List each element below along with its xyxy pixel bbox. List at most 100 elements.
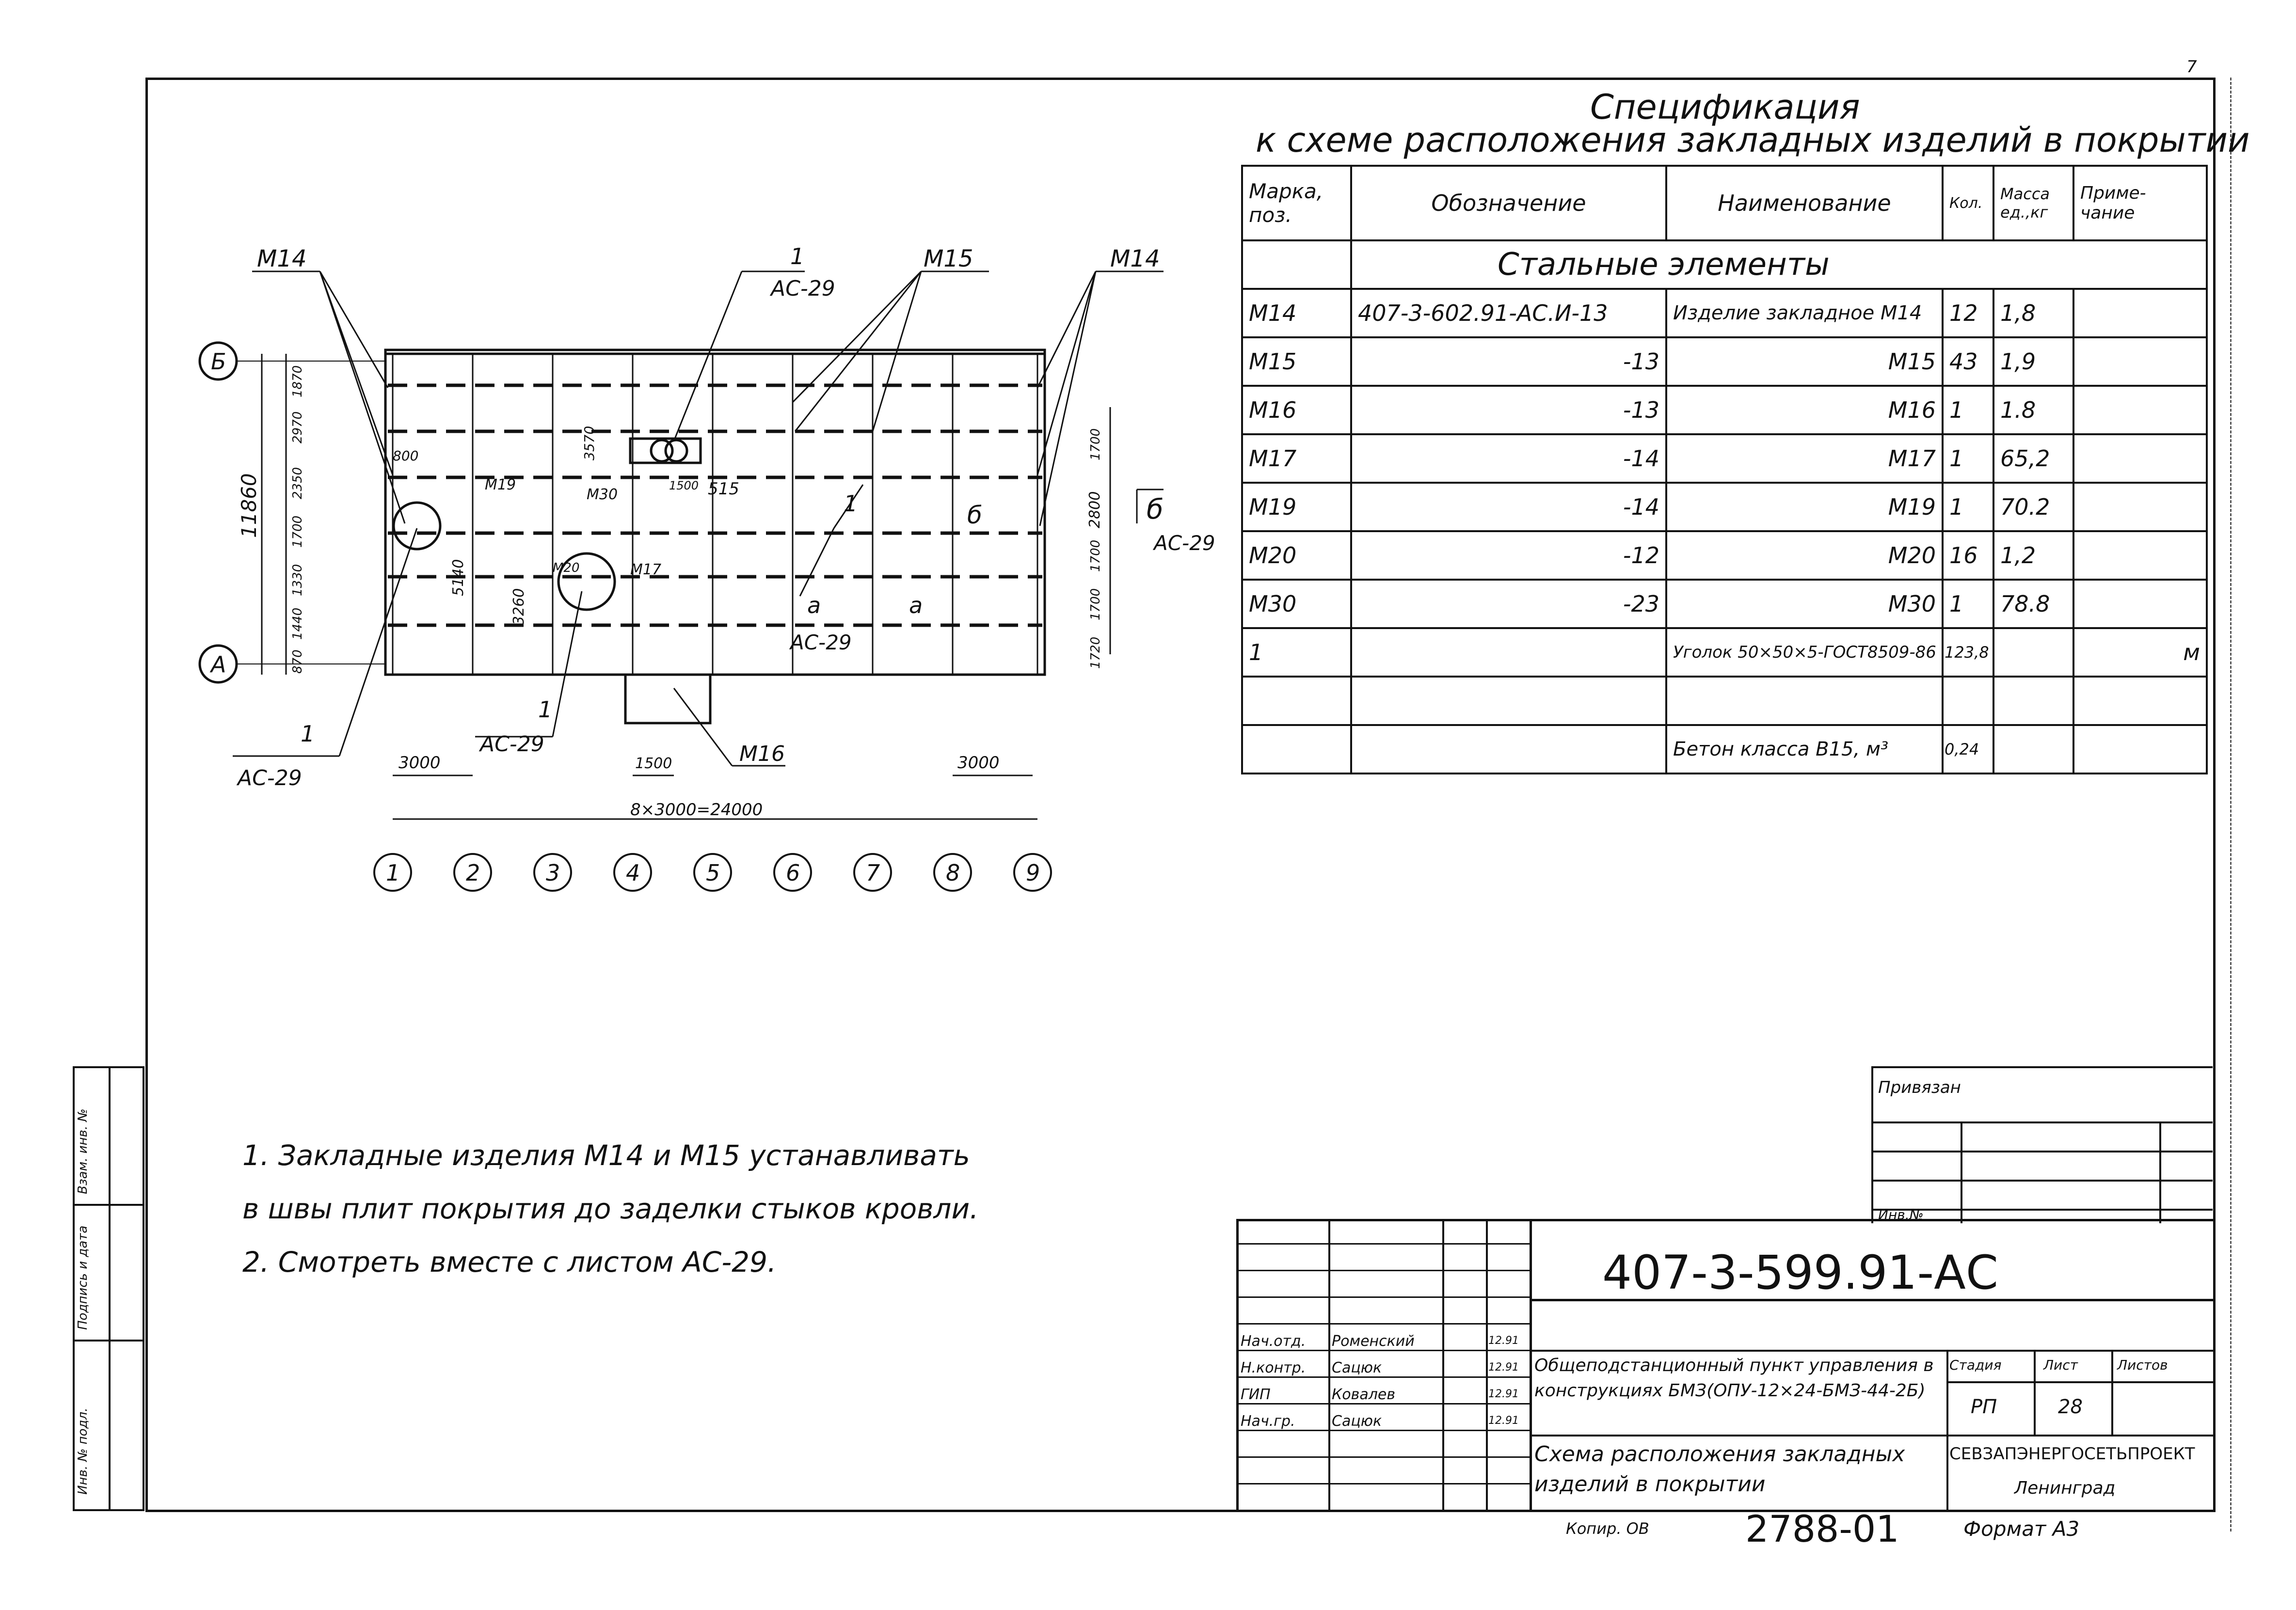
cell-mark [1241, 676, 1352, 726]
cell-name [1665, 676, 1944, 726]
dim-5140: 5140 [450, 559, 467, 596]
label-ref-left-num: 1 [301, 721, 315, 747]
cell-designation: -23 [1350, 579, 1667, 629]
label-section-mark: б [1147, 494, 1164, 525]
footer-format: Формат А3 [1963, 1517, 2080, 1541]
cell-name: М15 [1665, 336, 1944, 387]
sheets-header: Листов [2117, 1357, 2168, 1373]
cell-designation: 407-3-602.91-АС.И-13 [1350, 288, 1667, 338]
side-stamp-inv: Инв. № подл. [76, 1407, 90, 1495]
organisation: СЕВЗАПЭНЕРГОСЕТЬПРОЕКТ [1949, 1444, 2195, 1464]
footer-copied: Копир. ОВ [1566, 1519, 1649, 1538]
label-ref-left: АС-29 [236, 766, 302, 790]
cell-name: Изделие закладное М14 [1665, 288, 1944, 338]
header-designation: Обозначение [1350, 165, 1667, 241]
cell-mark: 1 [1241, 627, 1352, 678]
drawing-title: Схема расположения закладных изделий в п… [1534, 1442, 1905, 1497]
dim-3570: 3570 [581, 426, 597, 460]
cell-note [2073, 336, 2208, 387]
dim-1500: 1500 [635, 755, 672, 772]
cell-name: М16 [1665, 385, 1944, 435]
dim-span-left: 3000 [399, 753, 441, 773]
label-m16: М16 [739, 742, 785, 766]
dim-2970: 2970 [290, 411, 305, 443]
axis-label-8: 8 [946, 860, 960, 886]
label-ref-right-num: 1 [844, 490, 858, 517]
spec-header-row: Марка, поз. Обозначение Наименование Кол… [1241, 165, 2208, 241]
dim-1870: 1870 [290, 365, 305, 397]
table-row [1241, 676, 2208, 726]
label-m20: М20 [553, 561, 580, 575]
cell-note: м [2073, 627, 2208, 678]
cell-mass: 1,2 [1993, 530, 2074, 581]
cell-mass [1993, 627, 2074, 678]
note-line-3: 2. Смотреть вместе с листом АС-29. [242, 1246, 777, 1279]
cell-mass [1993, 676, 2074, 726]
cell-qty [1942, 676, 1994, 726]
side-stamp-vzam: Взам. инв. № [76, 1108, 90, 1194]
label-ref-mid: АС-29 [478, 732, 544, 757]
slab-outline [384, 348, 1046, 676]
axis-label-4: 4 [626, 860, 640, 886]
table-row: 1 Уголок 50×50×5-ГОСТ8509-86 123,8 м [1241, 627, 2208, 678]
cell-qty: 1 [1942, 433, 1994, 484]
privyazan-label: Привязан [1878, 1078, 1961, 1097]
dim-span-right: 3000 [957, 753, 1000, 773]
cell-designation: -13 [1350, 385, 1667, 435]
side-stamp-sign: Подпись и дата [76, 1225, 90, 1330]
label-ref-mid-num: 1 [538, 696, 552, 723]
footer-number: 2788-01 [1745, 1507, 1899, 1550]
table-row: М20 -12 М20 16 1,2 [1241, 530, 2208, 581]
cell-designation [1350, 676, 1667, 726]
cell-note [2073, 724, 2208, 774]
cell-qty: 1 [1942, 385, 1994, 435]
note-line-1: 1. Закладные изделия М14 и М15 устанавли… [242, 1139, 970, 1172]
side-stamp: Инв. № подл. Подпись и дата Взам. инв. № [73, 1066, 144, 1511]
m19-plate [392, 501, 442, 551]
date-1: 12.91 [1488, 1335, 1519, 1347]
header-mass: Масса ед.,кг [1993, 165, 2074, 241]
axis-label-6: 6 [786, 860, 800, 886]
dim-r2800: 2800 [1086, 491, 1103, 528]
cell-name: Бетон класса В15, м³ [1665, 724, 1944, 774]
header-qty: Кол. [1942, 165, 1994, 241]
cell-note [2073, 288, 2208, 338]
cell-mass: 70.2 [1993, 482, 2074, 532]
axis-label-1: 1 [386, 860, 400, 886]
cell-name: М17 [1665, 433, 1944, 484]
cell-mark: М16 [1241, 385, 1352, 435]
header-note: Приме- чание [2073, 165, 2208, 241]
dim-h1500: 1500 [669, 479, 699, 492]
label-m14-left: М14 [257, 245, 307, 272]
cell-note [2073, 433, 2208, 484]
cell-mass: 65,2 [1993, 433, 2074, 484]
axis-label-3: 3 [546, 860, 560, 886]
label-m19: М19 [485, 476, 516, 493]
name-4: Сацюк [1332, 1413, 1382, 1430]
label-m15: М15 [924, 245, 973, 272]
corner-mark: 7 [2186, 57, 2197, 77]
date-2: 12.91 [1488, 1361, 1519, 1373]
label-cut-a2: а [909, 592, 923, 618]
table-row: Бетон класса В15, м³ 0,24 [1241, 724, 2208, 774]
cell-designation: -13 [1350, 336, 1667, 387]
sheet-value: 28 [2058, 1396, 2083, 1418]
document-code: 407-3-599.91-АС [1602, 1246, 1998, 1300]
table-row: М16 -13 М16 1 1.8 [1241, 385, 2208, 435]
label-ref-right: АС-29 [789, 631, 852, 654]
annex-outline [624, 673, 712, 725]
cell-mark [1241, 724, 1352, 774]
section-title: Стальные элементы [1350, 239, 2208, 290]
label-m30: М30 [587, 486, 618, 503]
privyazan-block: Привязан Инв.№ [1871, 1066, 2213, 1223]
cell-name: М20 [1665, 530, 1944, 581]
dim-1440: 1440 [290, 608, 305, 640]
axis-label-9: 9 [1026, 860, 1040, 886]
cell-qty: 43 [1942, 336, 1994, 387]
project-name: Общеподстанционный пункт управления в ко… [1534, 1356, 1934, 1401]
m17-plate [557, 552, 616, 611]
table-row: М19 -14 М19 1 70.2 [1241, 482, 2208, 532]
cell-note [2073, 482, 2208, 532]
role-3: ГИП [1241, 1386, 1271, 1403]
table-row: М17 -14 М17 1 65,2 [1241, 433, 2208, 484]
